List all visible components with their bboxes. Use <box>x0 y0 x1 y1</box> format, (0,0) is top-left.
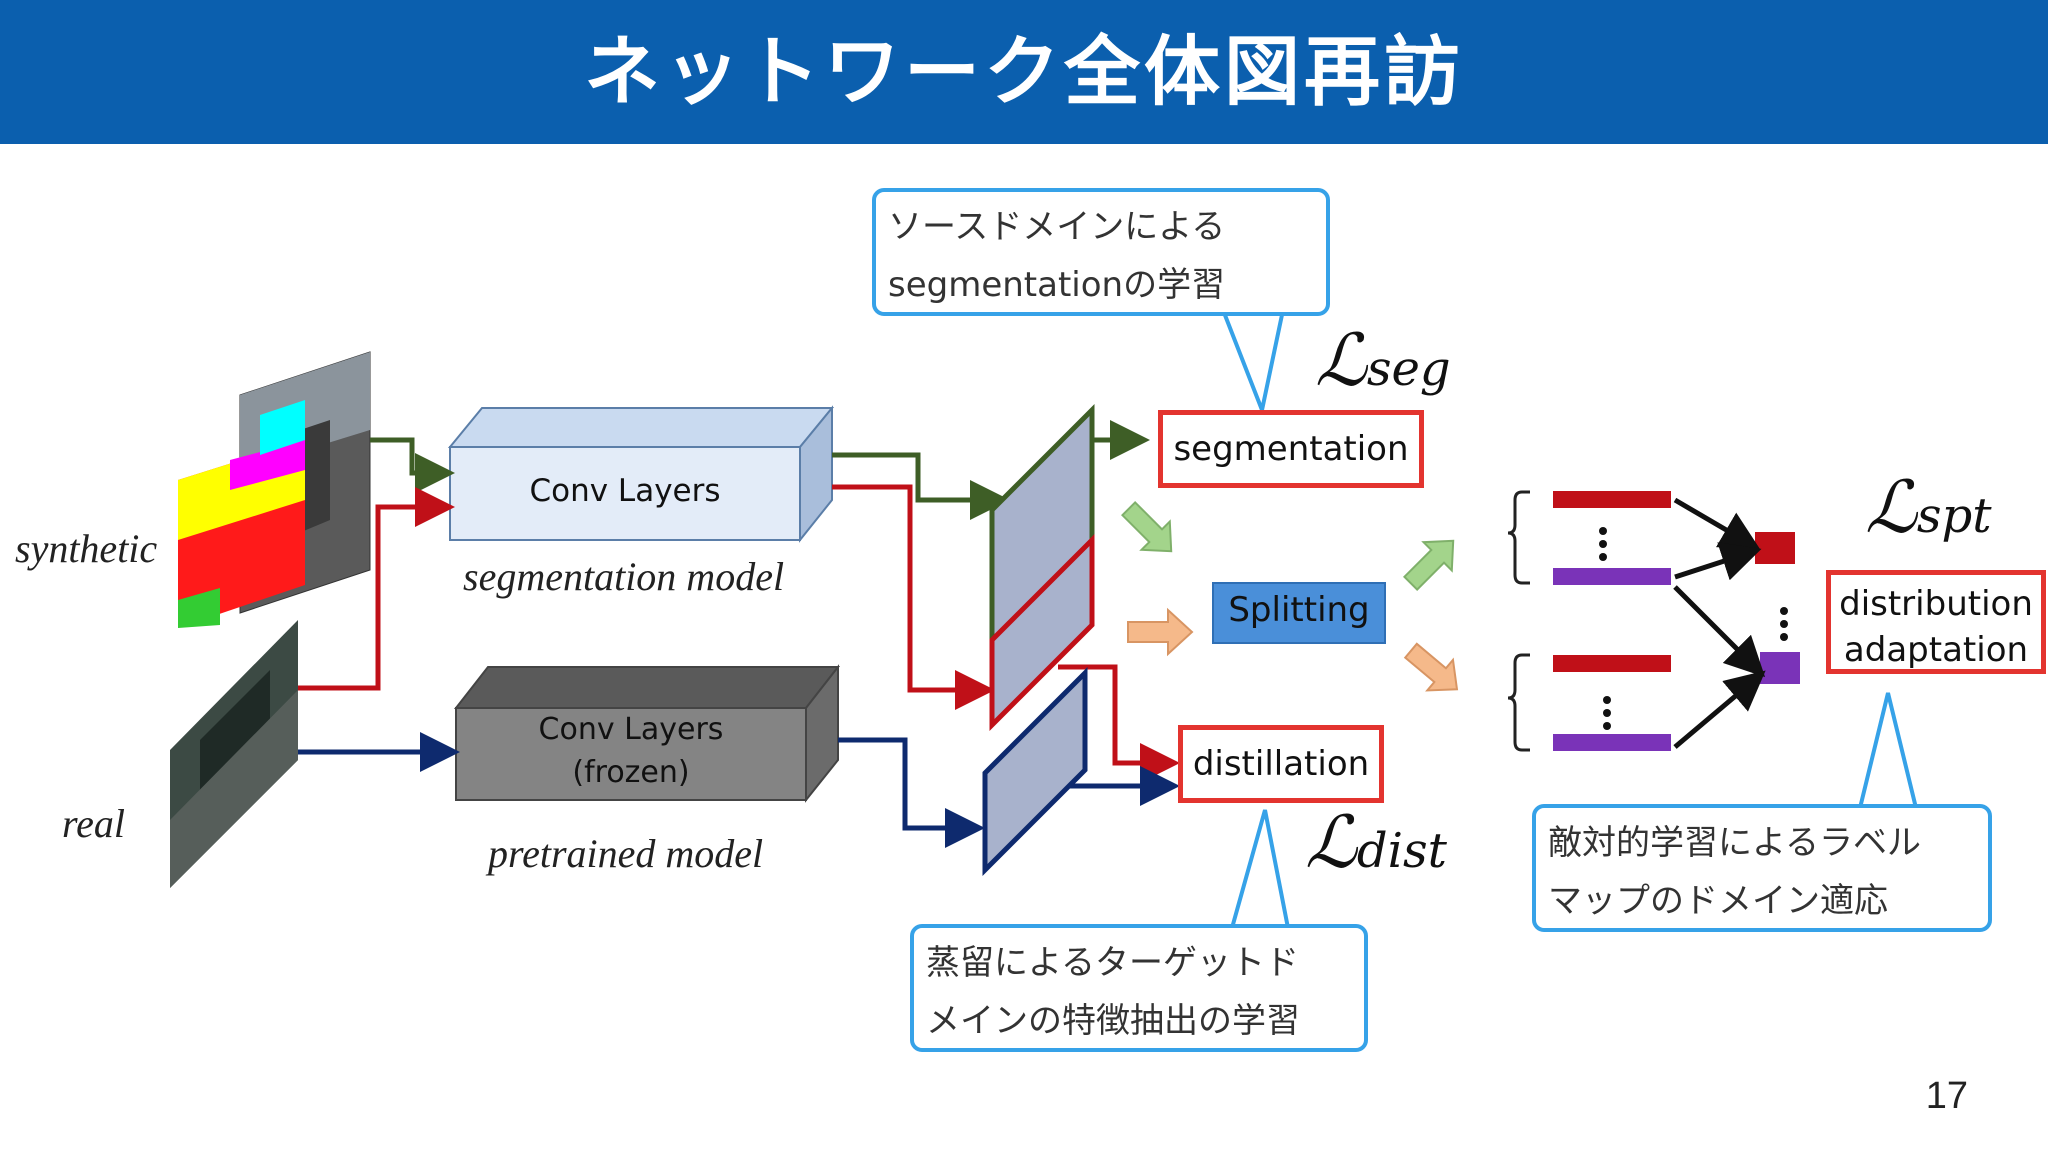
loss-seg: ℒseg <box>1315 318 1451 402</box>
segmentation-model-box <box>447 405 835 543</box>
title-bar <box>0 0 2048 144</box>
pretrained-box-line2: (frozen) <box>572 755 690 790</box>
bar-red-2 <box>1553 655 1671 672</box>
synthetic-label: synthetic <box>15 526 158 571</box>
callout-pointer-distill <box>1229 809 1291 930</box>
splitting-box <box>1212 582 1386 644</box>
synthetic-image-pair <box>178 351 371 628</box>
callout-source-line2: segmentationの学習 <box>888 265 1226 305</box>
loss-dist-symbol: ℒ <box>1305 800 1357 884</box>
seg-model-caption: segmentation model <box>463 554 785 599</box>
block-arrow-green-out <box>1403 539 1455 591</box>
distribution-label-line1: distribution <box>1839 584 2033 624</box>
callout-distillation: 蒸留によるターゲットド メインの特徴抽出の学習 <box>910 924 1368 1052</box>
real-label: real <box>62 801 125 846</box>
segmentation-output-label: segmentation <box>1173 429 1409 469</box>
real-image <box>170 620 298 888</box>
splitting-label: Splitting <box>1228 590 1370 630</box>
callout-distill-line2: メインの特徴抽出の学習 <box>926 1001 1300 1041</box>
vertical-dots <box>1599 527 1788 730</box>
callout-pointer-adv <box>1857 692 1919 810</box>
callout-source-line1: ソースドメインによる <box>888 207 1226 247</box>
distribution-adaptation-box: distribution adaptation <box>1826 570 2046 674</box>
bar-purple-2 <box>1553 734 1671 751</box>
seg-model-box-label: Conv Layers <box>529 473 721 509</box>
square-purple <box>1760 652 1800 684</box>
loss-spt: ℒspt <box>1865 465 1992 549</box>
callout-source-domain: ソースドメインによる segmentationの学習 <box>872 188 1330 316</box>
pretrained-model-caption: pretrained model <box>488 831 764 876</box>
pretrained-model-box <box>453 664 841 803</box>
slide-title: ネットワーク全体図再訪 <box>584 27 1464 116</box>
brace-top <box>1507 490 1530 585</box>
loss-seg-symbol: ℒ <box>1315 318 1367 402</box>
bar-purple-1 <box>1553 568 1671 585</box>
block-arrow-green-in <box>1121 501 1173 553</box>
callout-pointer-source <box>1220 308 1286 417</box>
loss-dist-subscript: dist <box>1356 823 1447 879</box>
feature-map-red <box>989 533 1095 732</box>
square-red <box>1755 532 1795 564</box>
pretrained-box-line1: Conv Layers <box>538 712 724 747</box>
callout-adversarial: 敵対的学習によるラベル マップのドメイン適応 <box>1532 804 1992 932</box>
distribution-label-line2: adaptation <box>1843 630 2029 670</box>
brace-bottom <box>1507 653 1530 752</box>
block-arrow-orange-in <box>1127 607 1194 657</box>
segmentation-output-box: segmentation <box>1158 410 1424 488</box>
callout-distill-line1: 蒸留によるターゲットド <box>926 943 1299 983</box>
feature-map-navy <box>982 666 1088 877</box>
loss-spt-symbol: ℒ <box>1865 465 1917 549</box>
block-arrow-orange-out <box>1403 642 1459 692</box>
callout-adv-line1: 敵対的学習によるラベル <box>1548 823 1921 863</box>
bar-red-1 <box>1553 491 1671 508</box>
loss-dist: ℒdist <box>1305 800 1447 884</box>
loss-seg-subscript: seg <box>1366 341 1451 397</box>
loss-spt-subscript: spt <box>1916 488 1992 544</box>
distillation-output-box: distillation <box>1178 725 1384 803</box>
distillation-output-label: distillation <box>1192 744 1370 784</box>
page-number: 17 <box>1925 1075 1968 1117</box>
callout-adv-line2: マップのドメイン適応 <box>1548 881 1888 921</box>
